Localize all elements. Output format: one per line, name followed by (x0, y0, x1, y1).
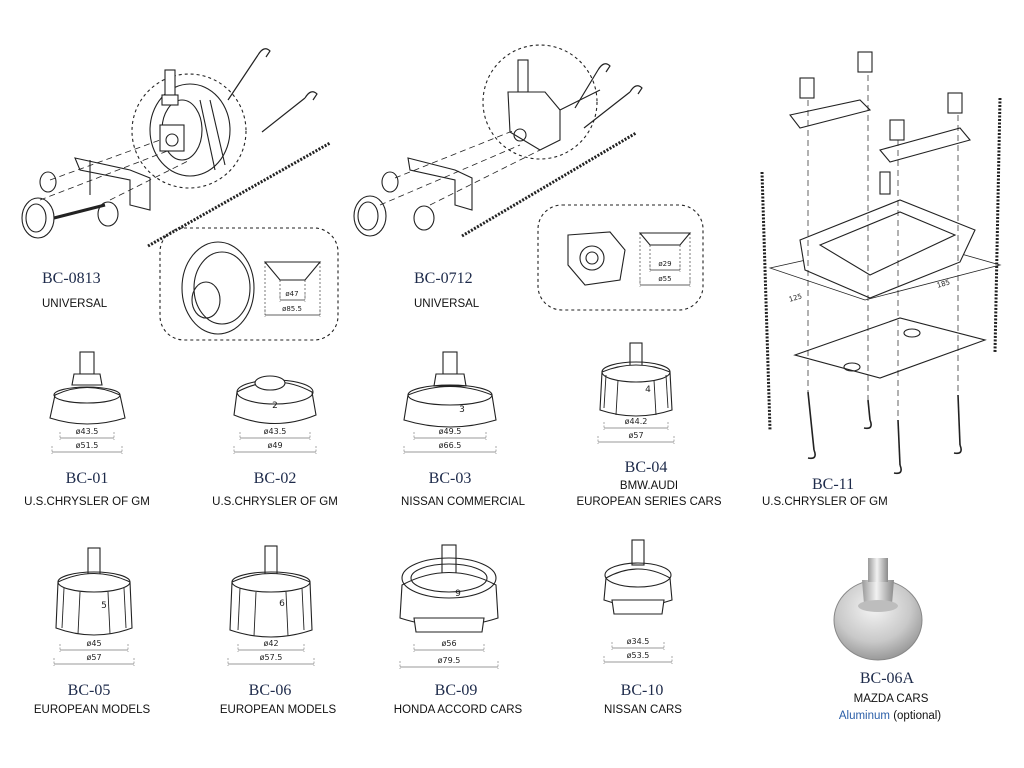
dimension-label: 125 (788, 292, 803, 303)
code-bc06: BC-06 (248, 682, 292, 699)
desc-bc11: U.S.CHRYSLER OF GM (762, 496, 888, 508)
dimension-lines: ø47 ø85.5 ø29 ø55 ø43.5 ø51.5 ø43.5 ø49 ø49.5 ø66… (51, 260, 951, 669)
bc02-cap-number: 2 (272, 401, 278, 411)
bc0712-dimension-2: ø55 (639, 275, 691, 287)
material-bc06a: Aluminum (838, 710, 890, 722)
dimension-label: ø44.2 (625, 417, 648, 426)
desc-bc04: BMW.AUDI (619, 480, 679, 492)
code-bc01: BC-01 (65, 470, 109, 487)
bc10-drawing (603, 539, 673, 615)
desc-bc02: U.S.CHRYSLER OF GM (212, 496, 338, 508)
bc04-dimension-1: ø44.2 (603, 417, 669, 430)
bc05-dimension-2: ø57 (53, 653, 135, 666)
dimension-label: ø56 (441, 639, 456, 648)
bc09-drawing (399, 544, 499, 633)
bc03-drawing (403, 351, 497, 428)
desc-bc03: NISSAN COMMERCIAL (401, 496, 525, 508)
dimension-label: ø34.5 (627, 637, 650, 646)
dimension-label: ø57 (86, 653, 101, 662)
bc0712-dimension-1: ø29 (649, 260, 681, 272)
code-bc10: BC-10 (620, 682, 664, 699)
code-bc05: BC-05 (67, 682, 111, 699)
bc05-cap-number: 5 (101, 601, 107, 611)
bc06-drawing (229, 545, 313, 638)
code-bc03: BC-03 (428, 470, 472, 487)
material-note-bc06a: Aluminum (optional) (839, 710, 941, 722)
bc06-dimension-2: ø57.5 (227, 653, 315, 666)
code-bc09: BC-09 (434, 682, 478, 699)
bc06a-photo (833, 558, 923, 661)
desc-bc01: U.S.CHRYSLER OF GM (24, 496, 150, 508)
bc01-dimension-2: ø51.5 (51, 441, 123, 454)
bc03-dimension-2: ø66.5 (403, 441, 497, 454)
dimension-label: 185 (936, 278, 951, 289)
bc10-dimension-2: ø53.5 (603, 651, 673, 664)
bc11-dimension-2: 185 (936, 278, 951, 289)
bc11-drawing (760, 51, 1002, 475)
desc-bc05: EUROPEAN MODELS (33, 704, 151, 716)
bc05-dimension-1: ø45 (59, 639, 129, 652)
dimension-label: ø49 (267, 441, 282, 450)
desc-bc0813: UNIVERSAL (42, 298, 108, 310)
code-bc02: BC-02 (253, 470, 297, 487)
dimension-label: ø79.5 (438, 656, 461, 665)
bc09-dimension-1: ø56 (413, 639, 485, 652)
dimension-label: ø51.5 (76, 441, 99, 450)
dimension-label: ø55 (658, 275, 671, 283)
dimension-label: ø43.5 (76, 427, 99, 436)
dimension-label: ø43.5 (264, 427, 287, 436)
dimension-label: ø66.5 (439, 441, 462, 450)
code-bc04: BC-04 (624, 459, 668, 476)
bc04-drawing (599, 342, 673, 417)
dimension-label: ø85.5 (282, 305, 302, 313)
bc06-cap-number: 6 (279, 599, 285, 609)
bc01-drawing (49, 351, 126, 425)
bc03-cap-number: 3 (459, 405, 465, 415)
dimension-label: ø57.5 (260, 653, 283, 662)
code-bc11: BC-11 (812, 476, 855, 493)
dimension-label: ø45 (86, 639, 101, 648)
code-bc06a: BC-06A (859, 670, 915, 687)
bc04-cap-number: 4 (645, 385, 651, 395)
desc-bc10: NISSAN CARS (604, 704, 682, 716)
bc0712-drawing (353, 44, 704, 311)
bc03-dimension-1: ø49.5 (413, 427, 487, 440)
dimension-label: ø53.5 (627, 651, 650, 660)
bc10-dimension-1: ø34.5 (611, 637, 665, 650)
dimension-label: ø49.5 (439, 427, 462, 436)
dimension-label: ø42 (263, 639, 278, 648)
dimension-label: ø29 (658, 260, 671, 268)
bc11-dimension-1: 125 (788, 292, 803, 303)
dimension-label: ø47 (285, 290, 298, 298)
bc05-drawing (55, 547, 133, 636)
code-bc0712: BC-0712 (414, 270, 473, 287)
code-bc0813: BC-0813 (42, 270, 101, 287)
bc01-dimension-1: ø43.5 (59, 427, 115, 440)
desc-bc06: EUROPEAN MODELS (219, 704, 337, 716)
bc02-dimension-2: ø49 (233, 441, 317, 454)
bc02-dimension-1: ø43.5 (239, 427, 311, 440)
bc06-dimension-1: ø42 (237, 639, 305, 652)
bc0813-drawing (21, 48, 339, 341)
bc02-drawing (233, 375, 317, 425)
desc-bc09: HONDA ACCORD CARS (393, 704, 523, 716)
dimension-label: ø57 (628, 431, 643, 440)
desc-bc06a: MAZDA CARS (853, 693, 929, 705)
bc0813-dimension-2: ø85.5 (264, 305, 321, 317)
bc09-dimension-2: ø79.5 (399, 656, 499, 669)
bc09-cap-number: 9 (455, 589, 461, 599)
optional-note-bc06a: (optional) (893, 710, 942, 722)
desc2-bc04: EUROPEAN SERIES CARS (576, 496, 722, 508)
bc0813-dimension-1: ø47 (279, 290, 306, 302)
desc-bc0712: UNIVERSAL (414, 298, 480, 310)
bc04-dimension-2: ø57 (597, 431, 675, 444)
